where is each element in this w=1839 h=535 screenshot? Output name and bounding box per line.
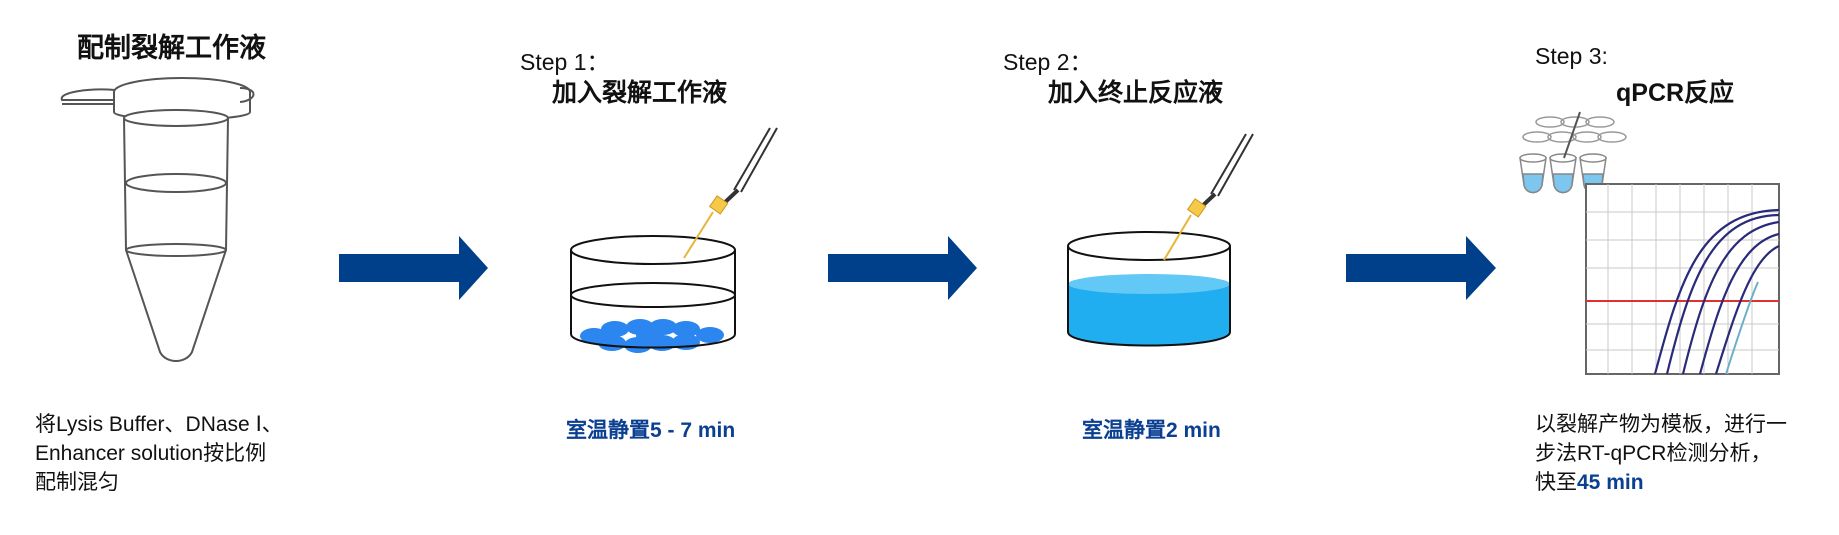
step1-caption-prefix: 室温静置	[566, 419, 650, 442]
step1-label: Step 1：	[520, 49, 610, 75]
step2-caption-value: 2 min	[1166, 419, 1221, 442]
step2-caption: 室温静置2 min	[1082, 414, 1221, 444]
step0-desc-line3: 配制混匀	[35, 471, 119, 494]
step3-desc-line3-value: 45 min	[1577, 471, 1644, 494]
dish-icon	[570, 235, 736, 353]
step3-desc-line1: 以裂解产物为模板，进行一	[1535, 413, 1787, 436]
step0-title: 配制裂解工作液	[77, 33, 266, 63]
tube-icon	[60, 77, 255, 362]
step2-label: Step 2：	[1003, 49, 1093, 75]
step2-caption-prefix: 室温静置	[1082, 419, 1166, 442]
step1-caption-value: 5 - 7 min	[650, 419, 736, 442]
arrow-icon	[339, 236, 1496, 300]
step2-title: 加入终止反应液	[1048, 79, 1224, 107]
step0-desc-line2: Enhancer solution按比例	[35, 442, 267, 465]
dish-icon	[1067, 231, 1231, 347]
pipette-icon	[1163, 133, 1254, 261]
step0-desc-line1: 将Lysis Buffer、DNase Ⅰ、	[35, 413, 283, 436]
step3-title: qPCR反应	[1616, 79, 1735, 107]
step1-title: 加入裂解工作液	[552, 79, 728, 107]
plate-icon	[1519, 111, 1627, 194]
step1-caption: 室温静置5 - 7 min	[566, 414, 735, 444]
amplification-plot-icon	[1585, 183, 1780, 375]
step3-desc-line3: 快至45 min	[1535, 468, 1644, 497]
pipette-icon	[683, 127, 778, 259]
step3-label: Step 3:	[1535, 43, 1608, 69]
step3-desc-line2: 步法RT-qPCR检测分析，	[1535, 442, 1772, 465]
step3-desc-line3-prefix: 快至	[1535, 471, 1577, 494]
